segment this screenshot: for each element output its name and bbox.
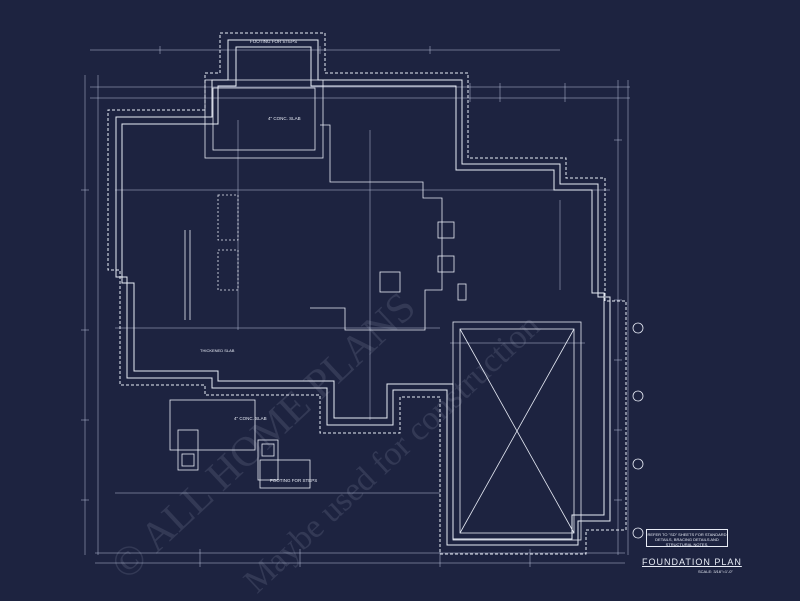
porch-slab-label-bottom: 4" CONC. SLAB: [234, 416, 267, 421]
thickened-slab-label: THICKENED SLAB: [200, 348, 235, 353]
structural-notes-box: REFER TO "SD" SHEETS FOR STANDARD DETAIL…: [646, 529, 728, 547]
plan-scale: SCALE: 3/16"=1'-0": [698, 569, 733, 574]
porch-slab-label-top: 4" CONC. SLAB: [268, 116, 301, 121]
footing-label-bottom: FOOTING FOR STEPS: [270, 478, 317, 483]
footing-label-top: FOOTING FOR STEPS: [250, 39, 297, 44]
plan-title: FOUNDATION PLAN: [642, 557, 742, 567]
